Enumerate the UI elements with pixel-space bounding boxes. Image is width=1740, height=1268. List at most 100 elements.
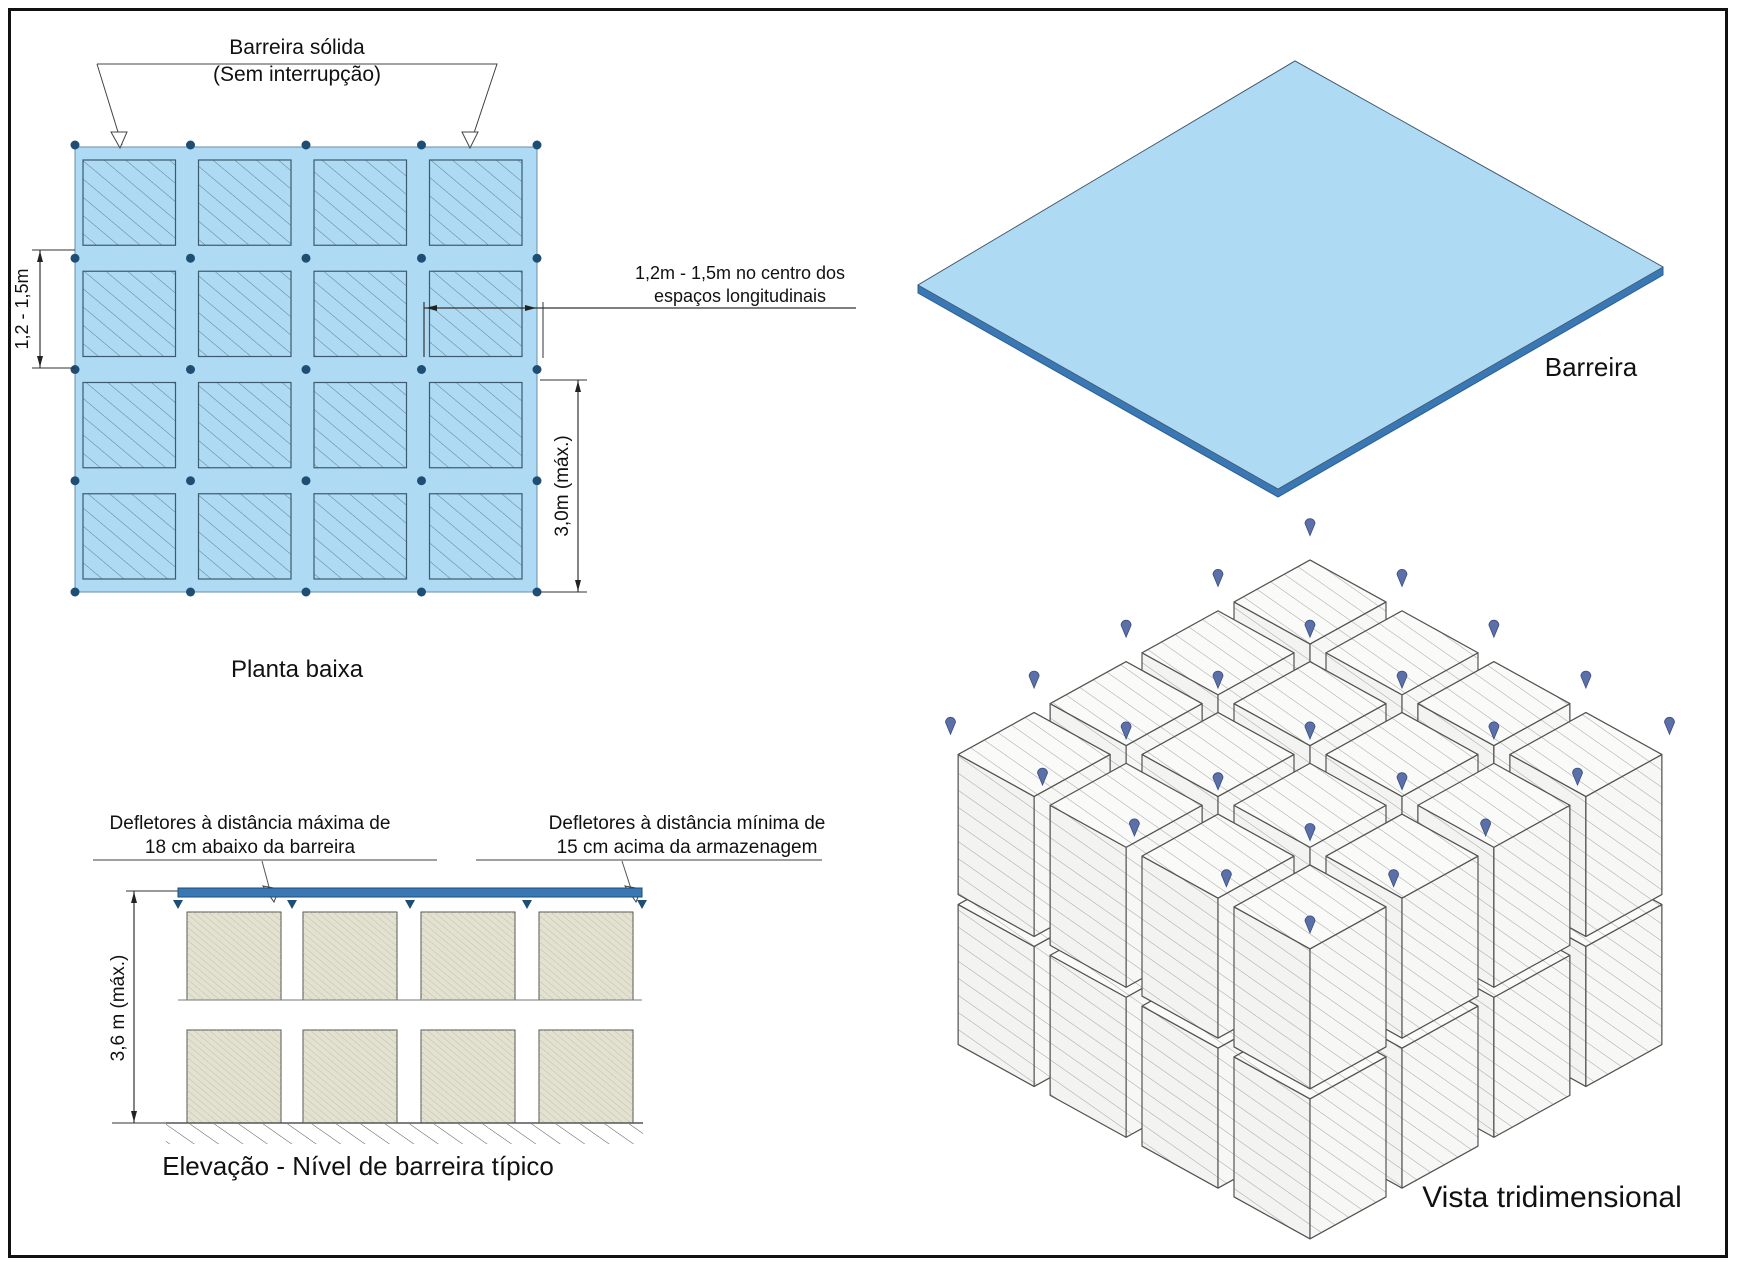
plan-sprinkler-dots (70, 140, 542, 597)
note-right-2: 15 cm acima da armazenagem (557, 837, 818, 858)
barrier-label: Barreira (1545, 352, 1638, 382)
sprinkler-icon (1304, 823, 1316, 842)
note-left-1: Defletores à distância máxima de (110, 813, 391, 834)
iso-storage-cube (1233, 1014, 1387, 1240)
iso-storage-cube (1233, 864, 1387, 1090)
sprinkler-icon (945, 716, 956, 736)
iso-storage-cube (1141, 813, 1295, 1039)
sprinkler-icon (1120, 619, 1132, 639)
sprinkler-icon (1664, 716, 1675, 736)
sprinkler-deflector-icon (637, 900, 647, 909)
sprinkler-dot-icon (301, 365, 311, 374)
sprinkler-icon (1396, 670, 1408, 690)
sprinkler-icon (1128, 818, 1140, 837)
longitudinal-label-1: 1,2m - 1,5m no centro dos (635, 263, 845, 283)
callout-title: Barreira sólida (229, 36, 365, 59)
sprinkler-icon (1488, 619, 1500, 639)
sprinkler-dot-icon (417, 140, 426, 150)
callout-arrow-icon (110, 131, 128, 150)
sprinkler-icon (1388, 869, 1400, 888)
sprinkler-deflector-icon (287, 900, 297, 909)
sprinkler-icon (1572, 767, 1583, 787)
cube-face-hatch (1417, 661, 1571, 747)
plan-storage-cell (313, 381, 408, 469)
cube-face-hatch (1509, 711, 1663, 798)
max-distance-dimension: 3,0m (máx.) (540, 379, 587, 593)
cube-face-hatch (1233, 864, 1387, 950)
iso-sprinklers (945, 518, 1675, 934)
sprinkler-dot-icon (417, 365, 426, 374)
iso-barrier-top (917, 60, 1664, 490)
plan-storage-cell (428, 270, 523, 358)
elevation-box-hatch (187, 912, 281, 1000)
sprinkler-dot-icon (417, 476, 426, 486)
sprinkler-dot-icon (301, 140, 311, 150)
elevation-barrier (177, 887, 643, 898)
sprinkler-icon (1304, 915, 1316, 934)
sprinkler-dot-icon (70, 476, 80, 486)
plan-storage-cell (428, 381, 523, 469)
plan-storage-cell (313, 270, 408, 358)
sprinkler-dot-icon (301, 587, 311, 597)
elevation-box-hatch (539, 1030, 633, 1123)
spacing-dimension: 1,2 - 1,5m (12, 249, 75, 369)
sprinkler-dot-icon (186, 587, 195, 597)
elevation-sprinklers (173, 900, 647, 909)
plan-storage-cell (82, 270, 177, 358)
elevation-box-hatch (187, 1030, 281, 1123)
plan-storage-cell (197, 493, 292, 580)
sprinkler-dot-icon (532, 140, 542, 150)
sprinkler-dot-icon (532, 587, 542, 597)
cube-face-hatch (1233, 559, 1387, 645)
sprinkler-dot-icon (417, 253, 426, 263)
isometric-view: Barreira Vista tridimensional (917, 60, 1682, 1240)
elevation-box-hatch (421, 1030, 515, 1123)
note-right-1: Defletores à distância mínima de (549, 813, 826, 834)
plan-storage-grid (82, 159, 523, 580)
sprinkler-dot-icon (70, 587, 80, 597)
sprinkler-icon (1480, 818, 1492, 837)
sprinkler-icon (1396, 569, 1408, 588)
sprinkler-icon (1220, 869, 1232, 888)
plan-view: Barreira sólida (Sem interrupção) 1,2 - … (12, 36, 856, 683)
plan-storage-cell (313, 159, 408, 246)
sprinkler-icon (1580, 670, 1592, 690)
iso-storage-cubes (957, 559, 1663, 1240)
sprinkler-icon (1396, 772, 1408, 791)
plan-storage-cell (82, 381, 177, 469)
sprinkler-dot-icon (532, 253, 542, 263)
longitudinal-label-2: espaços longitudinais (654, 286, 826, 306)
sprinkler-dot-icon (417, 587, 426, 597)
sprinkler-deflector-icon (522, 900, 532, 909)
sprinkler-dot-icon (70, 140, 80, 150)
cube-face-hatch (1233, 661, 1387, 747)
elevation-title: Elevação - Nível de barreira típico (162, 1151, 554, 1181)
cube-face-hatch (1233, 762, 1387, 848)
sprinkler-icon (1212, 569, 1224, 588)
cube-face-hatch (1417, 762, 1571, 848)
callout-arrow-icon (461, 131, 479, 150)
elevation-view: Defletores à distância máxima de 18 cm a… (93, 813, 825, 1181)
sprinkler-icon (1212, 772, 1224, 791)
cube-face-hatch (1141, 610, 1295, 696)
cube-face-hatch (1325, 813, 1479, 899)
longitudinal-dimension: 1,2m - 1,5m no centro dos espaços longit… (423, 263, 856, 358)
solid-barrier-callout: Barreira sólida (Sem interrupção) (96, 36, 498, 150)
note-left-2: 18 cm abaixo da barreira (145, 837, 356, 858)
cube-face-hatch (1325, 610, 1479, 696)
sprinkler-dot-icon (186, 476, 195, 486)
sprinkler-dot-icon (301, 253, 311, 263)
cube-face-hatch (1141, 813, 1295, 899)
plan-storage-cell (197, 270, 292, 358)
plan-storage-cell (197, 381, 292, 469)
sprinkler-icon (1037, 767, 1048, 787)
sprinkler-icon (1304, 619, 1316, 639)
cube-face-hatch (1049, 661, 1203, 747)
max-distance-label: 3,0m (máx.) (552, 435, 573, 536)
elevation-box-hatch (421, 912, 515, 1000)
sprinkler-dot-icon (532, 365, 542, 374)
cube-face-hatch (1325, 711, 1479, 798)
plan-title: Planta baixa (231, 656, 364, 683)
